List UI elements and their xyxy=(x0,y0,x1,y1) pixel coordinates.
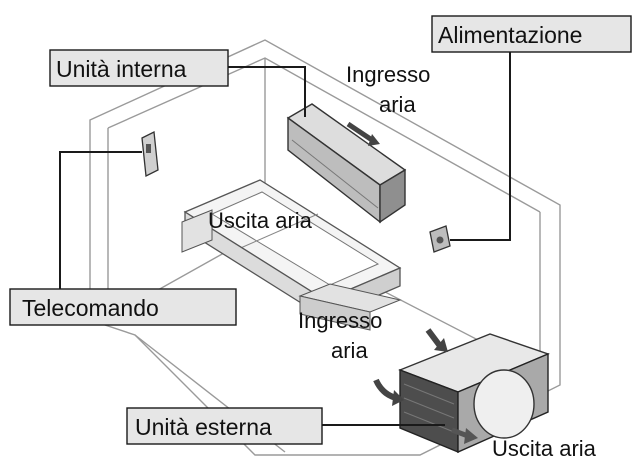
leader-lines xyxy=(59,52,511,426)
airflow-arrows xyxy=(346,121,478,444)
remote-control xyxy=(141,130,159,178)
annotation-ingresso-aria-bottom-line1: Ingresso xyxy=(298,308,382,333)
label-telecomando-text: Telecomando xyxy=(22,295,159,321)
annotation-uscita-aria-middle: Uscita aria xyxy=(208,208,313,233)
annotation-ingresso-aria-bottom-line2: aria xyxy=(331,338,368,363)
annotation-uscita-aria-bottom: Uscita aria xyxy=(492,436,597,461)
label-alimentazione: Alimentazione xyxy=(431,15,632,53)
sofa xyxy=(181,179,402,331)
label-unita-interna-text: Unità interna xyxy=(56,56,187,82)
annotation-ingresso-aria-top-line2: aria xyxy=(379,92,416,117)
indoor-unit xyxy=(286,103,407,224)
label-alimentazione-text: Alimentazione xyxy=(438,22,582,48)
annotation-ingresso-aria-top-line1: Ingresso xyxy=(346,62,430,87)
label-telecomando: Telecomando xyxy=(9,288,237,326)
label-unita-esterna: Unità esterna xyxy=(126,407,323,445)
outdoor-unit xyxy=(398,333,550,454)
power-socket xyxy=(429,225,451,253)
label-unita-interna: Unità interna xyxy=(49,49,229,87)
label-unita-esterna-text: Unità esterna xyxy=(135,414,272,440)
